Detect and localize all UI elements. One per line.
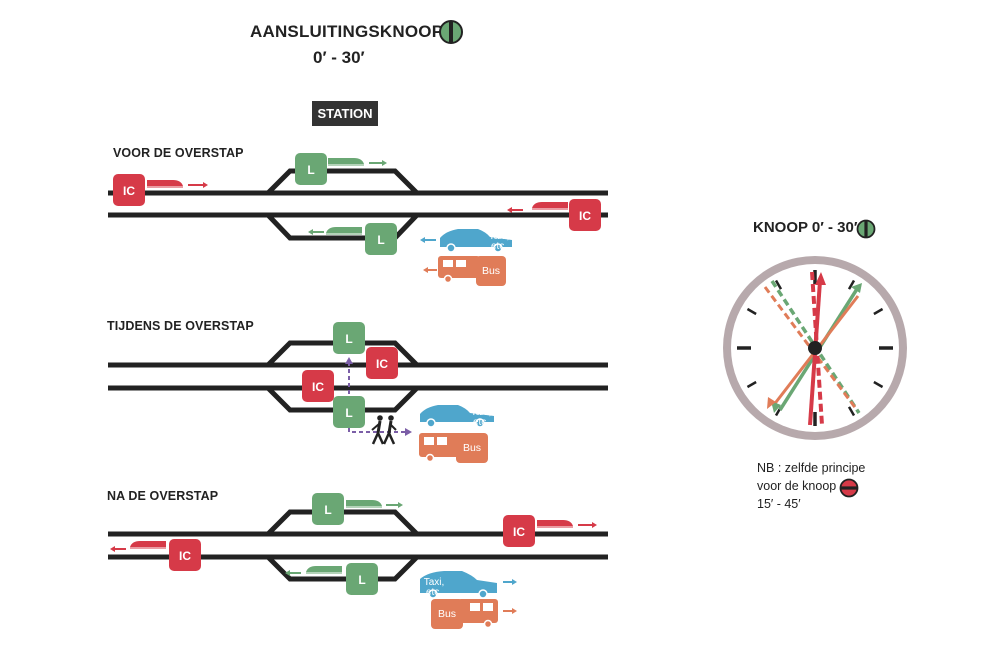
taxi-label-line2: etc.: [491, 241, 507, 252]
clock-tick: [873, 380, 884, 389]
ic-train-icon: IC: [302, 370, 334, 402]
ic-train-icon: IC: [366, 347, 398, 379]
clock-icon: [723, 256, 907, 440]
ic-label: IC: [123, 184, 135, 198]
local-train-icon: L: [333, 322, 365, 354]
page-subtitle: 0′ - 30′: [313, 48, 365, 67]
ic-train-icon: IC: [110, 539, 201, 571]
section-label-before: VOOR DE OVERSTAP: [113, 146, 244, 160]
clock-tick: [847, 279, 856, 290]
clock-tick: [873, 307, 884, 316]
local-label: L: [377, 233, 384, 247]
clock-tick: [847, 406, 856, 417]
bus-icon: Bus: [419, 433, 488, 463]
local-train-icon: L: [308, 223, 397, 255]
bus-icon: Bus: [431, 599, 517, 629]
ic-label: IC: [579, 209, 591, 223]
clock-tick: [746, 307, 757, 316]
tracks-before: [108, 168, 608, 241]
clock-hand-orange-dashed: [763, 286, 859, 411]
section-label-after: NA DE OVERSTAP: [107, 489, 219, 503]
taxi-label-line1: Taxi,: [471, 407, 492, 418]
green-node-badge-icon: [856, 219, 876, 239]
local-label: L: [345, 406, 352, 420]
red-node-badge-icon: [839, 478, 859, 498]
ic-label: IC: [312, 380, 324, 394]
bus-label: Bus: [463, 442, 481, 454]
clock-tick: [774, 279, 783, 290]
bus-label: Bus: [438, 608, 456, 620]
clock-label: KNOOP 0′ - 30′: [753, 219, 858, 236]
section-label-during: TIJDENS DE OVERSTAP: [107, 319, 254, 333]
taxi-label-line2: etc.: [426, 587, 442, 598]
local-label: L: [324, 503, 331, 517]
arrow-up-icon: [345, 357, 353, 364]
taxi-icon: Taxi, etc.: [420, 405, 494, 428]
note-line-1: NB : zelfde principe: [757, 461, 866, 475]
taxi-label-line2: etc.: [473, 417, 489, 428]
station-label: STATION: [312, 101, 378, 126]
page-title: AANSLUITINGSKNOOP: [250, 22, 444, 41]
arrow-right-icon: [405, 428, 412, 436]
local-label: L: [345, 332, 352, 346]
bus-label: Bus: [482, 265, 500, 277]
local-train-icon: L: [295, 153, 387, 185]
walking-people-icon: [371, 415, 397, 445]
local-train-icon: L: [285, 563, 378, 595]
taxi-label-line1: Taxi,: [489, 231, 510, 242]
local-train-icon: L: [312, 493, 403, 525]
taxi-icon: Taxi, etc.: [420, 571, 517, 599]
ic-label: IC: [179, 549, 191, 563]
note-line-2: voor de knoop: [757, 479, 837, 493]
taxi-label-line1: Taxi,: [424, 577, 445, 588]
ic-train-icon: IC: [503, 515, 597, 547]
ic-label: IC: [513, 525, 525, 539]
ic-label: IC: [376, 357, 388, 371]
green-node-badge-icon: [439, 20, 463, 44]
transfer-arrow-icon: [348, 364, 405, 433]
ic-train-icon: IC: [113, 174, 208, 206]
bus-icon: Bus: [423, 256, 506, 286]
note-line-3: 15′ - 45′: [757, 497, 801, 511]
taxi-icon: Taxi, etc.: [420, 229, 512, 253]
local-label: L: [307, 163, 314, 177]
local-label: L: [358, 573, 365, 587]
local-train-icon: L: [333, 396, 365, 428]
clock-tick: [746, 380, 757, 389]
ic-train-icon: IC: [507, 199, 601, 231]
note: NB : zelfde principe voor de knoop 15′ -…: [757, 459, 865, 513]
